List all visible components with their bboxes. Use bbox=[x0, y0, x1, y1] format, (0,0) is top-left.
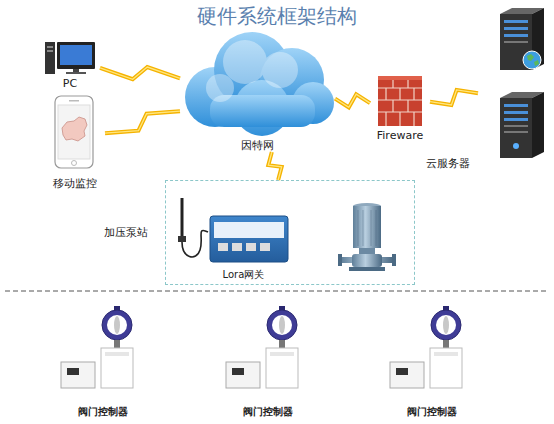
lightning-glow bbox=[105, 111, 180, 133]
lightning-link bbox=[100, 67, 180, 79]
valve-node: 阀门控制器 bbox=[53, 300, 153, 418]
cloud-node: 因特网 bbox=[180, 25, 335, 152]
gateway-node: Lora网关 bbox=[181, 193, 306, 281]
lightning-stroke bbox=[105, 111, 180, 133]
node-label: 阀门控制器 bbox=[243, 406, 293, 418]
firewall-node: Fireware bbox=[370, 72, 430, 142]
station-box: 加压泵站Lora网关 bbox=[165, 180, 415, 285]
pc-icon bbox=[45, 42, 95, 74]
node-label: 云服务器 bbox=[426, 157, 470, 170]
lightning-glow bbox=[100, 67, 180, 79]
cloud-icon bbox=[185, 32, 334, 136]
monitor-node: 移动监控 bbox=[45, 94, 105, 190]
gateway-device bbox=[178, 198, 288, 262]
node-label: Lora网关 bbox=[223, 269, 265, 281]
pump-icon bbox=[338, 203, 396, 271]
phone-icon bbox=[55, 96, 93, 168]
diagram-title: 硬件系统框架结构 bbox=[197, 4, 357, 28]
divider-line bbox=[5, 291, 549, 292]
valve-icon bbox=[61, 306, 133, 388]
lightning-stroke bbox=[335, 94, 370, 107]
valve-icon bbox=[390, 306, 462, 388]
node-label: 阀门控制器 bbox=[407, 406, 457, 418]
lightning-link bbox=[335, 94, 370, 107]
lightning-stroke bbox=[430, 90, 478, 105]
lightning-link bbox=[105, 111, 180, 133]
lightning-glow bbox=[268, 152, 281, 180]
firewall-icon bbox=[378, 76, 422, 126]
valve-icon bbox=[226, 306, 298, 388]
lightning-stroke bbox=[268, 152, 281, 180]
title-row: 硬件系统框架结构 bbox=[0, 3, 554, 30]
lightning-glow bbox=[335, 94, 370, 107]
node-label: PC bbox=[63, 77, 77, 90]
lightning-link bbox=[268, 152, 281, 180]
node-label: 阀门控制器 bbox=[78, 406, 128, 418]
lightning-stroke bbox=[100, 67, 180, 79]
node-label: Fireware bbox=[377, 129, 423, 142]
valve-node: 阀门控制器 bbox=[218, 300, 318, 418]
lightning-link bbox=[430, 90, 478, 105]
lightning-glow bbox=[430, 90, 478, 105]
node-label: 因特网 bbox=[241, 139, 274, 152]
server-node: 云服务器 bbox=[478, 4, 548, 170]
node-label: 移动监控 bbox=[53, 177, 97, 190]
server-icon bbox=[500, 8, 544, 158]
valve-node: 阀门控制器 bbox=[382, 300, 482, 418]
node-label: 加压泵站 bbox=[104, 226, 148, 239]
pc-node: PC bbox=[40, 38, 100, 90]
